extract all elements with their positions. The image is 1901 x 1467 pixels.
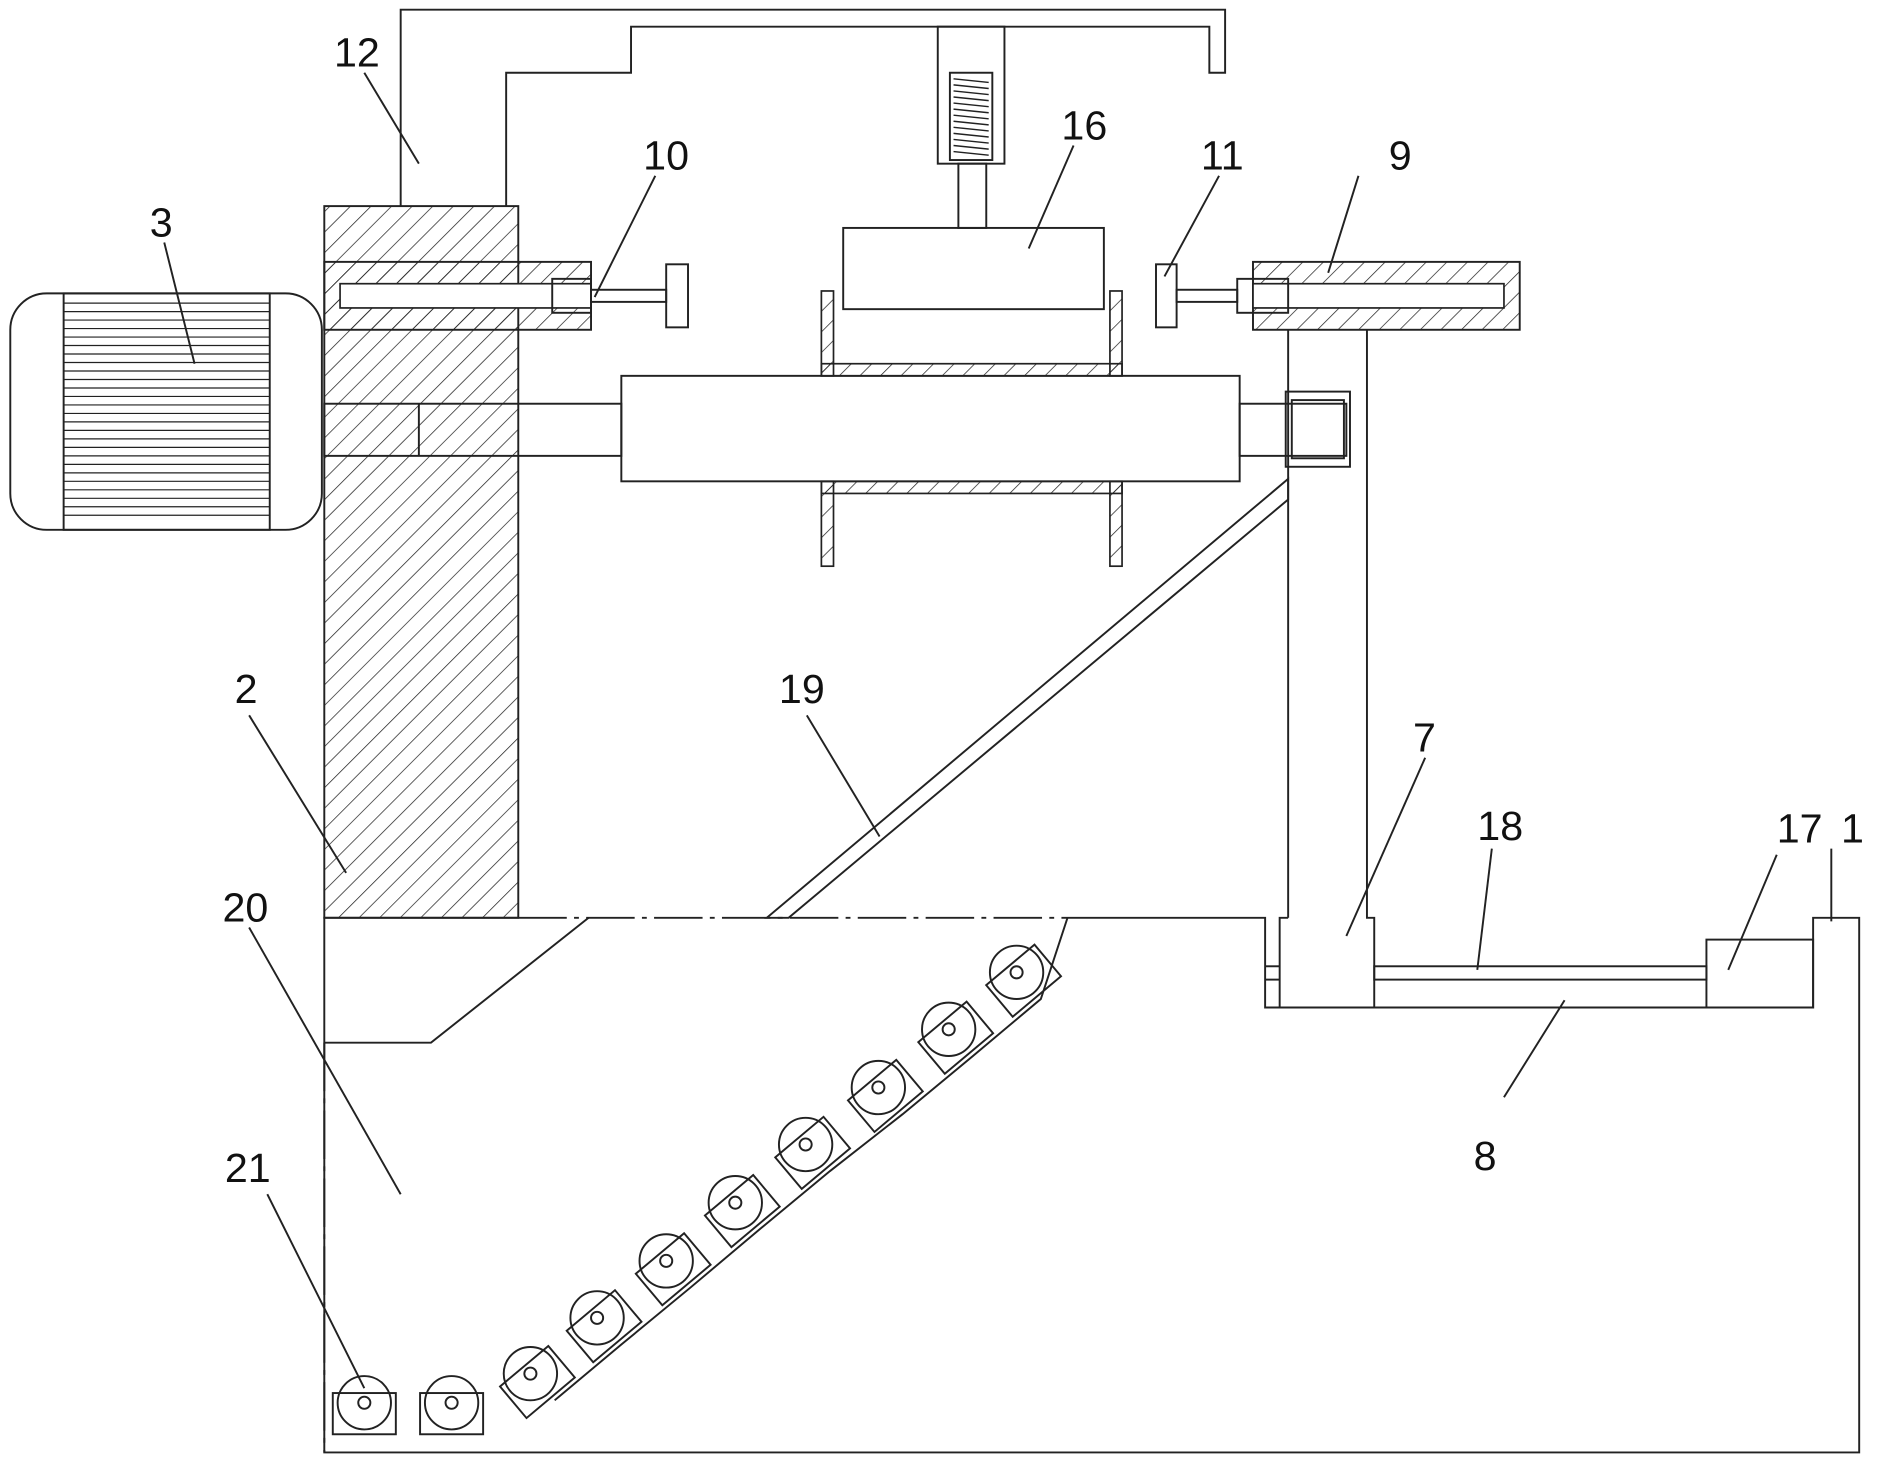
spring-coil (953, 78, 989, 84)
spring-coil (953, 144, 989, 150)
spring-coil (953, 90, 989, 96)
shaft (323, 374, 1351, 483)
roller (331, 1375, 397, 1436)
roller (703, 1173, 782, 1249)
spring-coil (953, 150, 989, 156)
frame (399, 8, 1227, 229)
roller (984, 943, 1063, 1019)
spring-coil (953, 120, 989, 126)
label-10: 10 (643, 133, 689, 179)
motor (9, 292, 323, 531)
label-7: 7 (1413, 715, 1436, 761)
spring-coil (953, 132, 989, 138)
label-21: 21 (225, 1145, 271, 1191)
spring-coil (953, 84, 989, 90)
press-block (842, 226, 1105, 311)
spring-coil (953, 126, 989, 132)
support-column (1265, 329, 1376, 1008)
roller-conveyor (331, 917, 1069, 1436)
roller (498, 1344, 577, 1420)
roller (773, 1115, 852, 1191)
base (323, 916, 1861, 1454)
label-11: 11 (1201, 133, 1244, 179)
inclined-plate (764, 476, 1290, 919)
label-20: 20 (222, 884, 268, 930)
spring-coil (953, 96, 989, 102)
roller (916, 1000, 995, 1076)
label-12: 12 (334, 30, 380, 76)
spring-coil (953, 138, 989, 144)
label-1: 1 (1841, 806, 1864, 852)
label-16: 16 (1061, 102, 1107, 148)
roller (565, 1288, 643, 1364)
spring-coil (953, 108, 989, 114)
flange-sleeve (820, 290, 1123, 568)
roller (846, 1058, 925, 1134)
left-cylinder (323, 260, 689, 331)
roller (419, 1375, 485, 1436)
label-17: 17 (1777, 806, 1823, 852)
label-2: 2 (235, 666, 258, 712)
chute (554, 917, 1069, 1402)
label-3: 3 (150, 199, 173, 245)
label-19: 19 (779, 666, 825, 712)
spring-coil (953, 114, 989, 120)
roller (634, 1231, 712, 1307)
right-cylinder (1155, 260, 1521, 331)
label-9: 9 (1389, 133, 1412, 179)
leader-lines (163, 72, 1833, 1389)
label-18: 18 (1477, 803, 1523, 849)
rail (1373, 938, 1815, 1009)
spring-coil (953, 102, 989, 108)
label-8: 8 (1474, 1133, 1497, 1179)
